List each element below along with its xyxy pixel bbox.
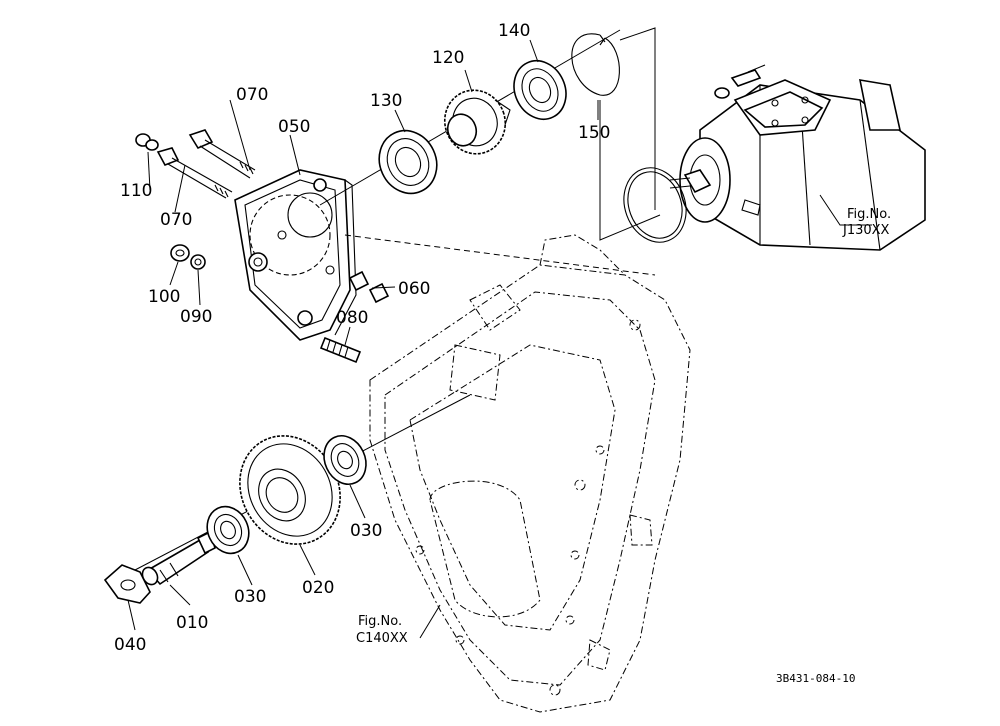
label-150: 150 bbox=[578, 123, 610, 143]
label-100: 100 bbox=[148, 287, 180, 307]
label-110: 110 bbox=[120, 181, 152, 201]
front-cover-050 bbox=[234, 169, 357, 341]
label-140: 140 bbox=[498, 21, 530, 41]
leader-lines bbox=[127, 39, 872, 639]
stud-080 bbox=[319, 336, 362, 364]
label-040: 040 bbox=[114, 635, 146, 655]
nut-110 bbox=[135, 133, 159, 151]
bearing-140 bbox=[513, 60, 567, 120]
label-030-rear: 030 bbox=[350, 521, 382, 541]
label-080: 080 bbox=[336, 308, 368, 328]
bolt-070-upper bbox=[188, 129, 256, 179]
bearing-030-front bbox=[206, 505, 250, 555]
bolt-070-lower bbox=[156, 147, 233, 199]
label-060: 060 bbox=[398, 279, 430, 299]
nut-100 bbox=[170, 244, 190, 262]
fig-ref-pump-number: J130XX bbox=[842, 223, 890, 238]
drawing-code: 3B431-084-10 bbox=[776, 672, 855, 685]
shaft-010 bbox=[141, 530, 216, 586]
label-070-upper: 070 bbox=[236, 85, 268, 105]
plate-040 bbox=[103, 564, 151, 604]
fig-ref-pump-label: Fig.No. bbox=[847, 207, 891, 222]
pin-060 bbox=[348, 270, 390, 304]
label-070-lower: 070 bbox=[160, 210, 192, 230]
bearing-030-rear bbox=[323, 435, 367, 485]
hydraulic-pump-assembly bbox=[623, 64, 926, 251]
washer-090 bbox=[190, 254, 206, 270]
label-090: 090 bbox=[180, 307, 212, 327]
transmission-case bbox=[369, 234, 691, 713]
bearing-130 bbox=[378, 129, 438, 195]
snap-ring-150 bbox=[571, 33, 620, 96]
label-010: 010 bbox=[176, 613, 208, 633]
pump-connection-lines bbox=[599, 27, 661, 241]
fig-ref-case-number: C140XX bbox=[356, 631, 408, 646]
label-120: 120 bbox=[432, 48, 464, 68]
gear-120 bbox=[443, 89, 511, 155]
label-020: 020 bbox=[302, 578, 334, 598]
label-030-front: 030 bbox=[234, 587, 266, 607]
label-130: 130 bbox=[370, 91, 402, 111]
fig-ref-case-label: Fig.No. bbox=[358, 614, 402, 629]
assembly-axis-middle bbox=[344, 234, 656, 276]
label-050: 050 bbox=[278, 117, 310, 137]
